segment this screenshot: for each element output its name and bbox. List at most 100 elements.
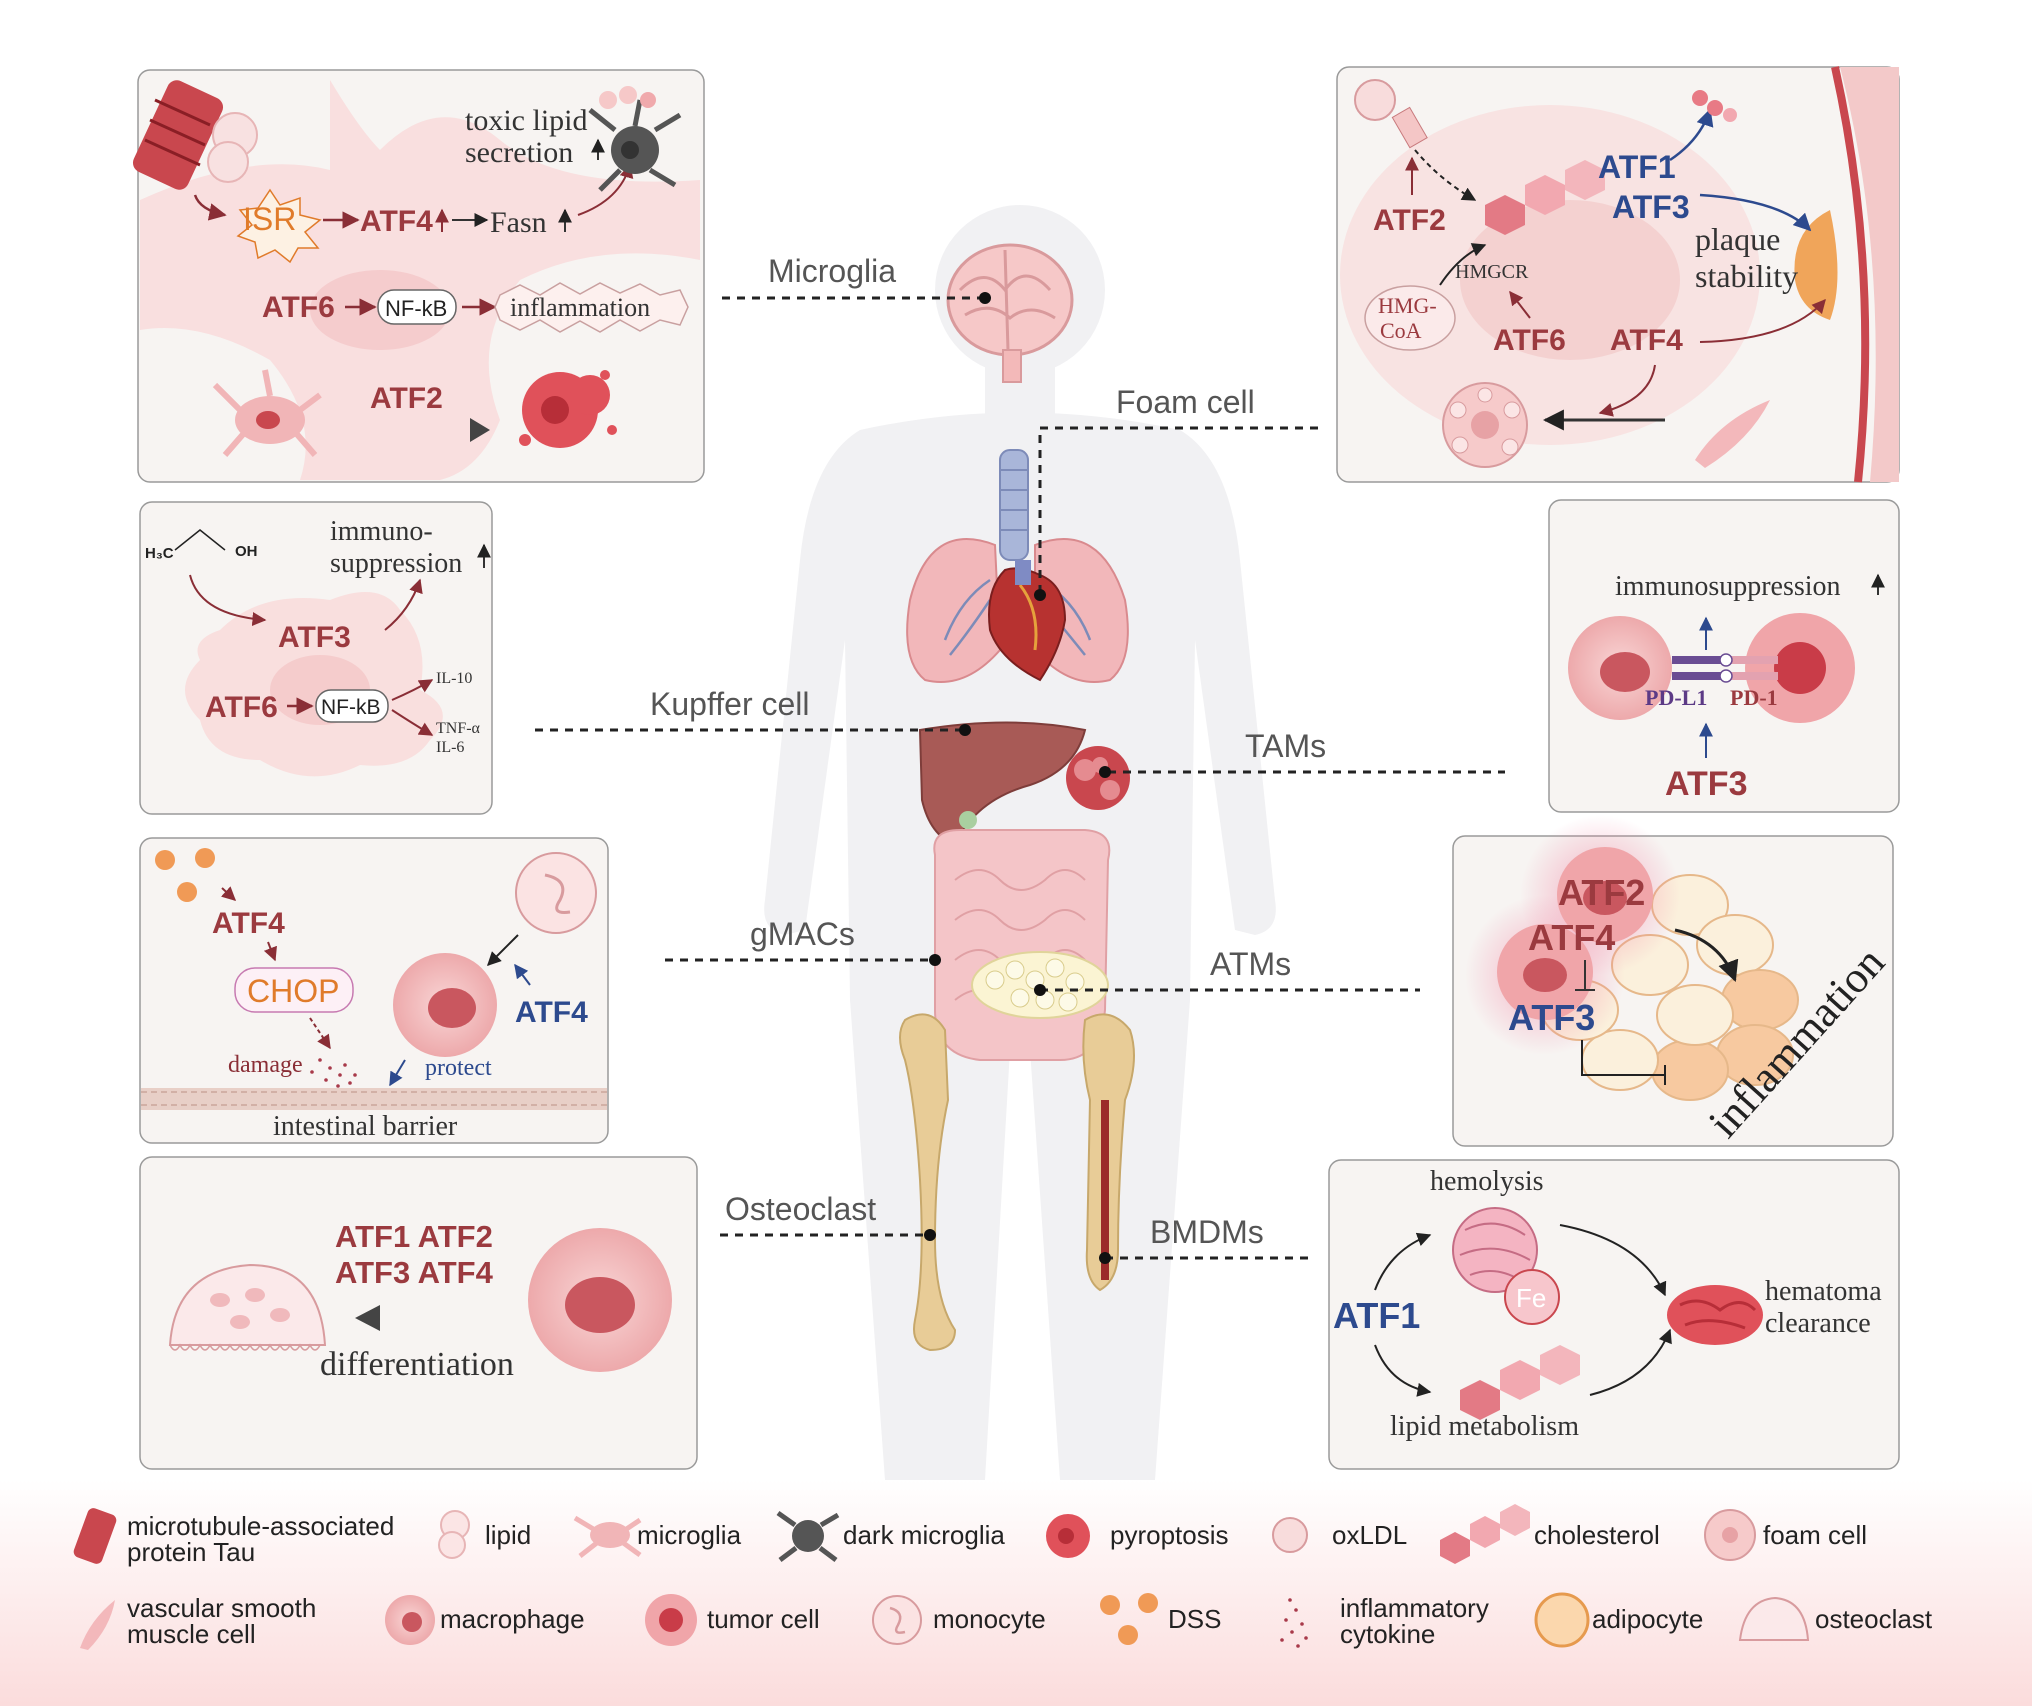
tams-atf3-label: ATF3 [1665,765,1747,803]
gmacs-panel [139,837,609,1144]
pdl1-label: PD-L1 [1645,685,1707,710]
atms-atf3-label: ATF3 [1508,997,1595,1038]
h3c-label: H₃C [145,545,174,562]
trachea-organ [999,449,1029,561]
fe-label: Fe [1516,1283,1546,1313]
hematoma-label: hematoma [1765,1276,1882,1307]
kupffer-atf3-label: ATF3 [278,621,351,654]
legend-icons [73,1504,1810,1650]
pd1-label: PD-1 [1730,685,1778,710]
atms-atf2-label: ATF2 [1558,872,1645,913]
inflammation-label: inflammation [510,293,650,322]
hematoma-icon [1667,1285,1763,1345]
il6-label: IL-6 [436,739,464,756]
legend-tau-2: protein Tau [127,1537,255,1567]
label-gmacs: gMACs [750,916,855,952]
right-bone [1082,1013,1135,1292]
kupffer-atf6-label: ATF6 [205,691,278,724]
foam-atf6-label: ATF6 [1493,324,1566,357]
fasn-label: Fasn [490,206,547,239]
legend-dss: DSS [1168,1604,1221,1634]
osteoclast-macrophage [528,1228,672,1372]
cholesterol-icon [1485,160,1605,235]
foam-atf3-label: ATF3 [1612,189,1690,225]
osteoclast-panel-content: ATF1 ATF2 ATF3 ATF4 differentiation [168,1219,672,1383]
bmdms-cholesterol [1460,1345,1580,1420]
foam-atf1-label: ATF1 [1598,149,1676,185]
label-foam-cell: Foam cell [1116,384,1255,420]
label-atms: ATMs [1210,946,1291,982]
tau-icon [132,80,224,190]
osteo-line1-label: ATF1 ATF2 [335,1219,493,1254]
legend-cytokine-2: cytokine [1340,1619,1435,1649]
bmdms-panel-content: hemolysis Fe ATF1 hematoma clearance lip… [1333,1166,1882,1442]
kupffer-nfkb-label: NF-kB [321,696,381,719]
legend-osteoclast: osteoclast [1815,1604,1933,1634]
legend-pyroptosis: pyroptosis [1110,1520,1229,1550]
legend: microtubule-associated protein Tau lipid… [73,1504,1933,1650]
heart-organ [988,560,1067,682]
legend-microglia: microglia [637,1520,742,1550]
tams-immuno-label: immunosuppression [1615,571,1841,602]
atf6-label: ATF6 [262,291,335,324]
hmg-label: HMG- [1378,293,1437,318]
plaque-label: plaque [1695,221,1780,257]
intestine-organ [933,829,1111,1061]
oh-label: OH [235,543,258,560]
legend-vsmc-2: muscle cell [127,1619,256,1649]
il10-label: IL-10 [436,670,472,687]
legend-labels: microtubule-associated protein Tau lipid… [127,1511,1933,1649]
kupffer-panel-content: H₃C OH immuno- suppression ATF3 ATF6 NF-… [145,516,491,777]
connector-labels: Microglia Foam cell Kupffer cell TAMs gM… [650,253,1326,1250]
connector-dots [924,292,1111,1264]
nfkb-label: NF-kB [385,296,447,321]
differentiation-label: differentiation [320,1346,514,1383]
gmacs-atf4-blue-label: ATF4 [515,996,588,1029]
atf2-label: ATF2 [370,382,443,415]
immuno-label: immuno- [330,516,433,547]
damage-label: damage [228,1052,303,1078]
cytokine-dots [310,1058,357,1088]
label-kupffer-cell: Kupffer cell [650,686,810,722]
label-bmdms: BMDMs [1150,1214,1264,1250]
chop-label: CHOP [247,973,339,1009]
barrier-label: intestinal barrier [273,1111,458,1142]
atms-atf4-label: ATF4 [1528,917,1615,958]
legend-foam-cell: foam cell [1763,1520,1867,1550]
foam-cell-icon [1442,382,1528,468]
legend-background [0,1480,2032,1706]
legend-dark-microglia: dark microglia [843,1520,1005,1550]
secretion-label: secretion [465,136,573,169]
tumor-cell-icon [1745,613,1855,723]
hmgcr-label: HMGCR [1455,261,1529,283]
lungs-organ [906,538,1129,683]
suppression-label: suppression [330,548,462,579]
coa-label: CoA [1380,318,1422,343]
legend-tau-1: microtubule-associated [127,1511,394,1541]
gmacs-panel-content: ATF4 CHOP damage ATF4 protect intestinal… [141,848,607,1142]
atms-panel-content: ATF2 ATF4 ATF3 inflammation [1465,815,1894,1147]
microglia-icon [212,369,322,457]
toxic-lipid-label: toxic lipid [465,104,588,137]
tumor-organ [1066,746,1130,810]
tnf-label: TNF-α [436,720,481,737]
vsmc-icon [1695,400,1770,468]
stability-label: stability [1695,258,1798,294]
pyroptosis-icon [519,370,617,448]
tams-panel-content: immunosuppression PD-L1 PD-1 ATF3 [1568,571,1885,803]
atf4-label: ATF4 [360,205,433,238]
label-microglia: Microglia [768,253,896,289]
legend-oxldl: oxLDL [1332,1520,1407,1550]
label-tams: TAMs [1245,728,1326,764]
microglia-panel-content: ISR ATF4 Fasn toxic lipid secretion ATF6… [132,80,700,480]
isr-burst: ISR [236,188,322,264]
osteoclast-icon [168,1263,327,1351]
macrophage-icon [1568,616,1672,720]
monocyte-icon [515,852,597,934]
label-osteoclast: Osteoclast [725,1191,876,1227]
hemoglobin-icon [1452,1207,1538,1293]
legend-monocyte: monocyte [933,1604,1046,1634]
foam-atf2-label: ATF2 [1373,204,1446,237]
legend-vsmc-1: vascular smooth [127,1593,316,1623]
